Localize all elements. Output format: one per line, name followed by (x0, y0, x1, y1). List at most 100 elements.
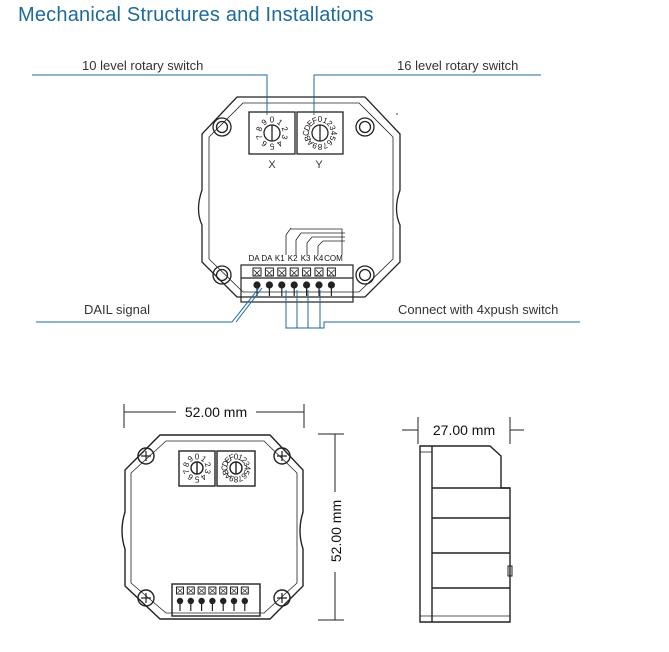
front-terminal-slot (230, 586, 238, 595)
front-terminal-pin (209, 597, 216, 605)
terminal-pin (278, 281, 286, 289)
dial-digit: 4 (199, 472, 208, 482)
front-view (121, 434, 304, 620)
front-terminal-screw-mark (209, 588, 216, 594)
dial-digit: 5 (327, 134, 337, 142)
front-terminal-pins (176, 586, 249, 611)
top-device-body (197, 96, 401, 298)
dial-digit: 6 (186, 472, 195, 482)
dial-digit: 6 (324, 138, 334, 148)
front-terminal-pin (241, 597, 248, 605)
dial-digit: 7 (254, 133, 264, 141)
terminal-slot (289, 267, 299, 277)
dimension-depth: 27.00 mm (433, 422, 495, 438)
dial-digit: 9 (311, 140, 319, 150)
dial-digit: B (220, 468, 230, 476)
front-switch-box-y (216, 450, 256, 487)
dial-digit: 7 (236, 473, 244, 483)
dial-digit: 1 (199, 454, 208, 464)
dial-digit: 6 (260, 138, 269, 148)
terminal-label: DA (261, 254, 273, 263)
front-terminal-slot (186, 586, 195, 595)
front-terminal-screw-mark (220, 588, 226, 594)
terminal-slot (264, 267, 274, 277)
terminal-slot (252, 267, 262, 277)
terminal-label: COM (324, 254, 343, 263)
dimension-height: 52.00 mm (328, 500, 344, 562)
page-title: Mechanical Structures and Installations (18, 4, 374, 26)
switch-box-x (248, 111, 296, 155)
front-terminal-slot (176, 586, 184, 595)
terminal-pin (315, 281, 323, 289)
front-terminal-screw-mark (198, 588, 205, 594)
terminal-label: K4 (314, 254, 324, 263)
terminal-screw-mark (253, 269, 261, 277)
dial-digit: 4 (275, 139, 284, 149)
terminal-pin (290, 281, 298, 289)
dial-digit: 7 (181, 467, 191, 475)
dial-digit: 2 (325, 119, 335, 129)
dial-digit: 9 (227, 473, 235, 483)
terminal-slot (277, 267, 287, 277)
front-terminal-screw-mark (231, 588, 237, 594)
terminal-label: DA (248, 254, 260, 263)
terminal-screw-mark (290, 269, 298, 277)
callout-lines (32, 74, 580, 329)
dial-digit: D (220, 459, 231, 468)
dial-digit: 8 (255, 125, 265, 133)
terminal-pin (265, 281, 273, 289)
width-dimension (123, 404, 305, 428)
small-mark (396, 113, 398, 115)
dial-digit: F (311, 115, 319, 125)
dial-digit: E (223, 455, 233, 465)
terminal-screw-mark (266, 269, 273, 277)
dial-digit: 9 (260, 117, 269, 127)
front-terminal-slot (197, 586, 206, 595)
front-terminal-slot (208, 586, 217, 595)
callout-dali: DAIL signal (84, 302, 150, 317)
dial-digit: 1 (321, 116, 329, 126)
dial-digit: F (228, 452, 236, 462)
push-switch-wiring (285, 227, 345, 255)
dial-digit: 2 (280, 125, 290, 133)
front-body (121, 434, 304, 620)
top-screw-hole-bl (212, 265, 232, 285)
terminal-pins (252, 267, 336, 296)
dial-digit: E (305, 118, 315, 128)
dial-digit: 7 (321, 140, 329, 150)
terminal-label: K2 (288, 254, 298, 263)
front-terminal-screw-mark (177, 588, 183, 594)
dial-digit: 9 (186, 454, 195, 464)
dial-digit: 0 (234, 452, 239, 461)
dial-digit: 0 (318, 115, 323, 124)
terminal-pin (327, 281, 335, 289)
dial-digit: 0 (270, 116, 275, 125)
dial-digit: 8 (233, 475, 238, 484)
terminal-pin (253, 281, 261, 289)
dial-digit: C (220, 465, 229, 471)
terminal-label: K1 (275, 254, 285, 263)
top-device (197, 96, 401, 303)
front-terminal-screw-mark (188, 588, 194, 594)
front-terminal-pin (176, 597, 184, 605)
front-terminal-pin (220, 597, 227, 605)
dial-digit: 4 (243, 466, 252, 471)
height-dimension (318, 433, 344, 621)
dial-digit: 2 (239, 455, 249, 465)
switch-label-x: X (268, 159, 276, 171)
callout-rotary10: 10 level rotary switch (82, 58, 203, 73)
dial-digit: 5 (241, 468, 251, 476)
dial-digit: 3 (327, 124, 337, 132)
front-screw-bl (137, 589, 155, 607)
top-device-inner-outline (208, 102, 394, 293)
front-screw-tr (273, 447, 291, 465)
terminal-label: K3 (301, 254, 311, 263)
callout-push: Connect with 4xpush switch (398, 302, 558, 317)
switch-box-y (296, 111, 344, 155)
